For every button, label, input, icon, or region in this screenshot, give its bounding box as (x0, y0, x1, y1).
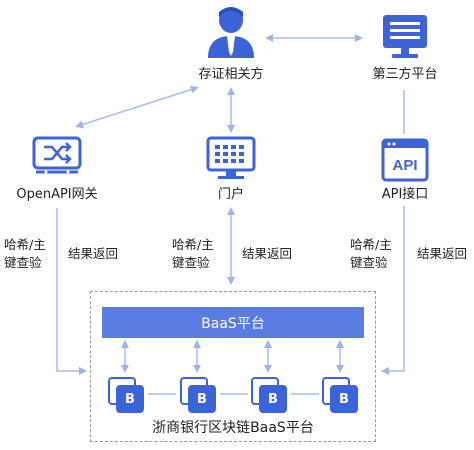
node-label-evidence-party: 存证相关方 (198, 67, 264, 82)
baas-platform-bar: BaaS平台 (102, 307, 364, 338)
node-label-portal: 门户 (217, 187, 245, 202)
block-node-3: B (251, 377, 287, 413)
note-mid-hash: 哈希/主键查验 (172, 237, 214, 270)
note-left-result: 结果返回 (68, 246, 119, 261)
edge-api-platform (381, 206, 405, 375)
node-label-third-party: 第三方平台 (372, 67, 438, 82)
gateway-icon (32, 136, 82, 174)
note-left-hash: 哈希/主键查验 (4, 237, 46, 270)
edge-party-openapi (75, 85, 199, 129)
platform-caption: 浙商银行区块链BaaS平台 (152, 420, 314, 436)
note-right-result: 结果返回 (417, 246, 468, 261)
person-icon (208, 7, 254, 58)
block-node-4: B (322, 377, 358, 413)
platform-boundary (90, 291, 376, 442)
monitor-icon (383, 15, 427, 58)
edge-openapi-platform (56, 208, 87, 375)
block-letter: B (259, 385, 287, 413)
svg-text:API: API (392, 157, 417, 174)
note-mid-result: 结果返回 (242, 246, 293, 261)
node-label-openapi: OpenAPI网关 (16, 187, 98, 202)
block-letter: B (330, 385, 358, 413)
block-letter: B (116, 385, 144, 413)
block-node-1: B (108, 377, 144, 413)
portal-screen-icon (206, 136, 256, 179)
note-right-hash: 哈希/主键查验 (350, 237, 392, 270)
block-letter: B (188, 385, 216, 413)
block-node-2: B (180, 377, 216, 413)
api-icon: API (381, 138, 429, 182)
node-label-api: API接口 (381, 187, 429, 202)
